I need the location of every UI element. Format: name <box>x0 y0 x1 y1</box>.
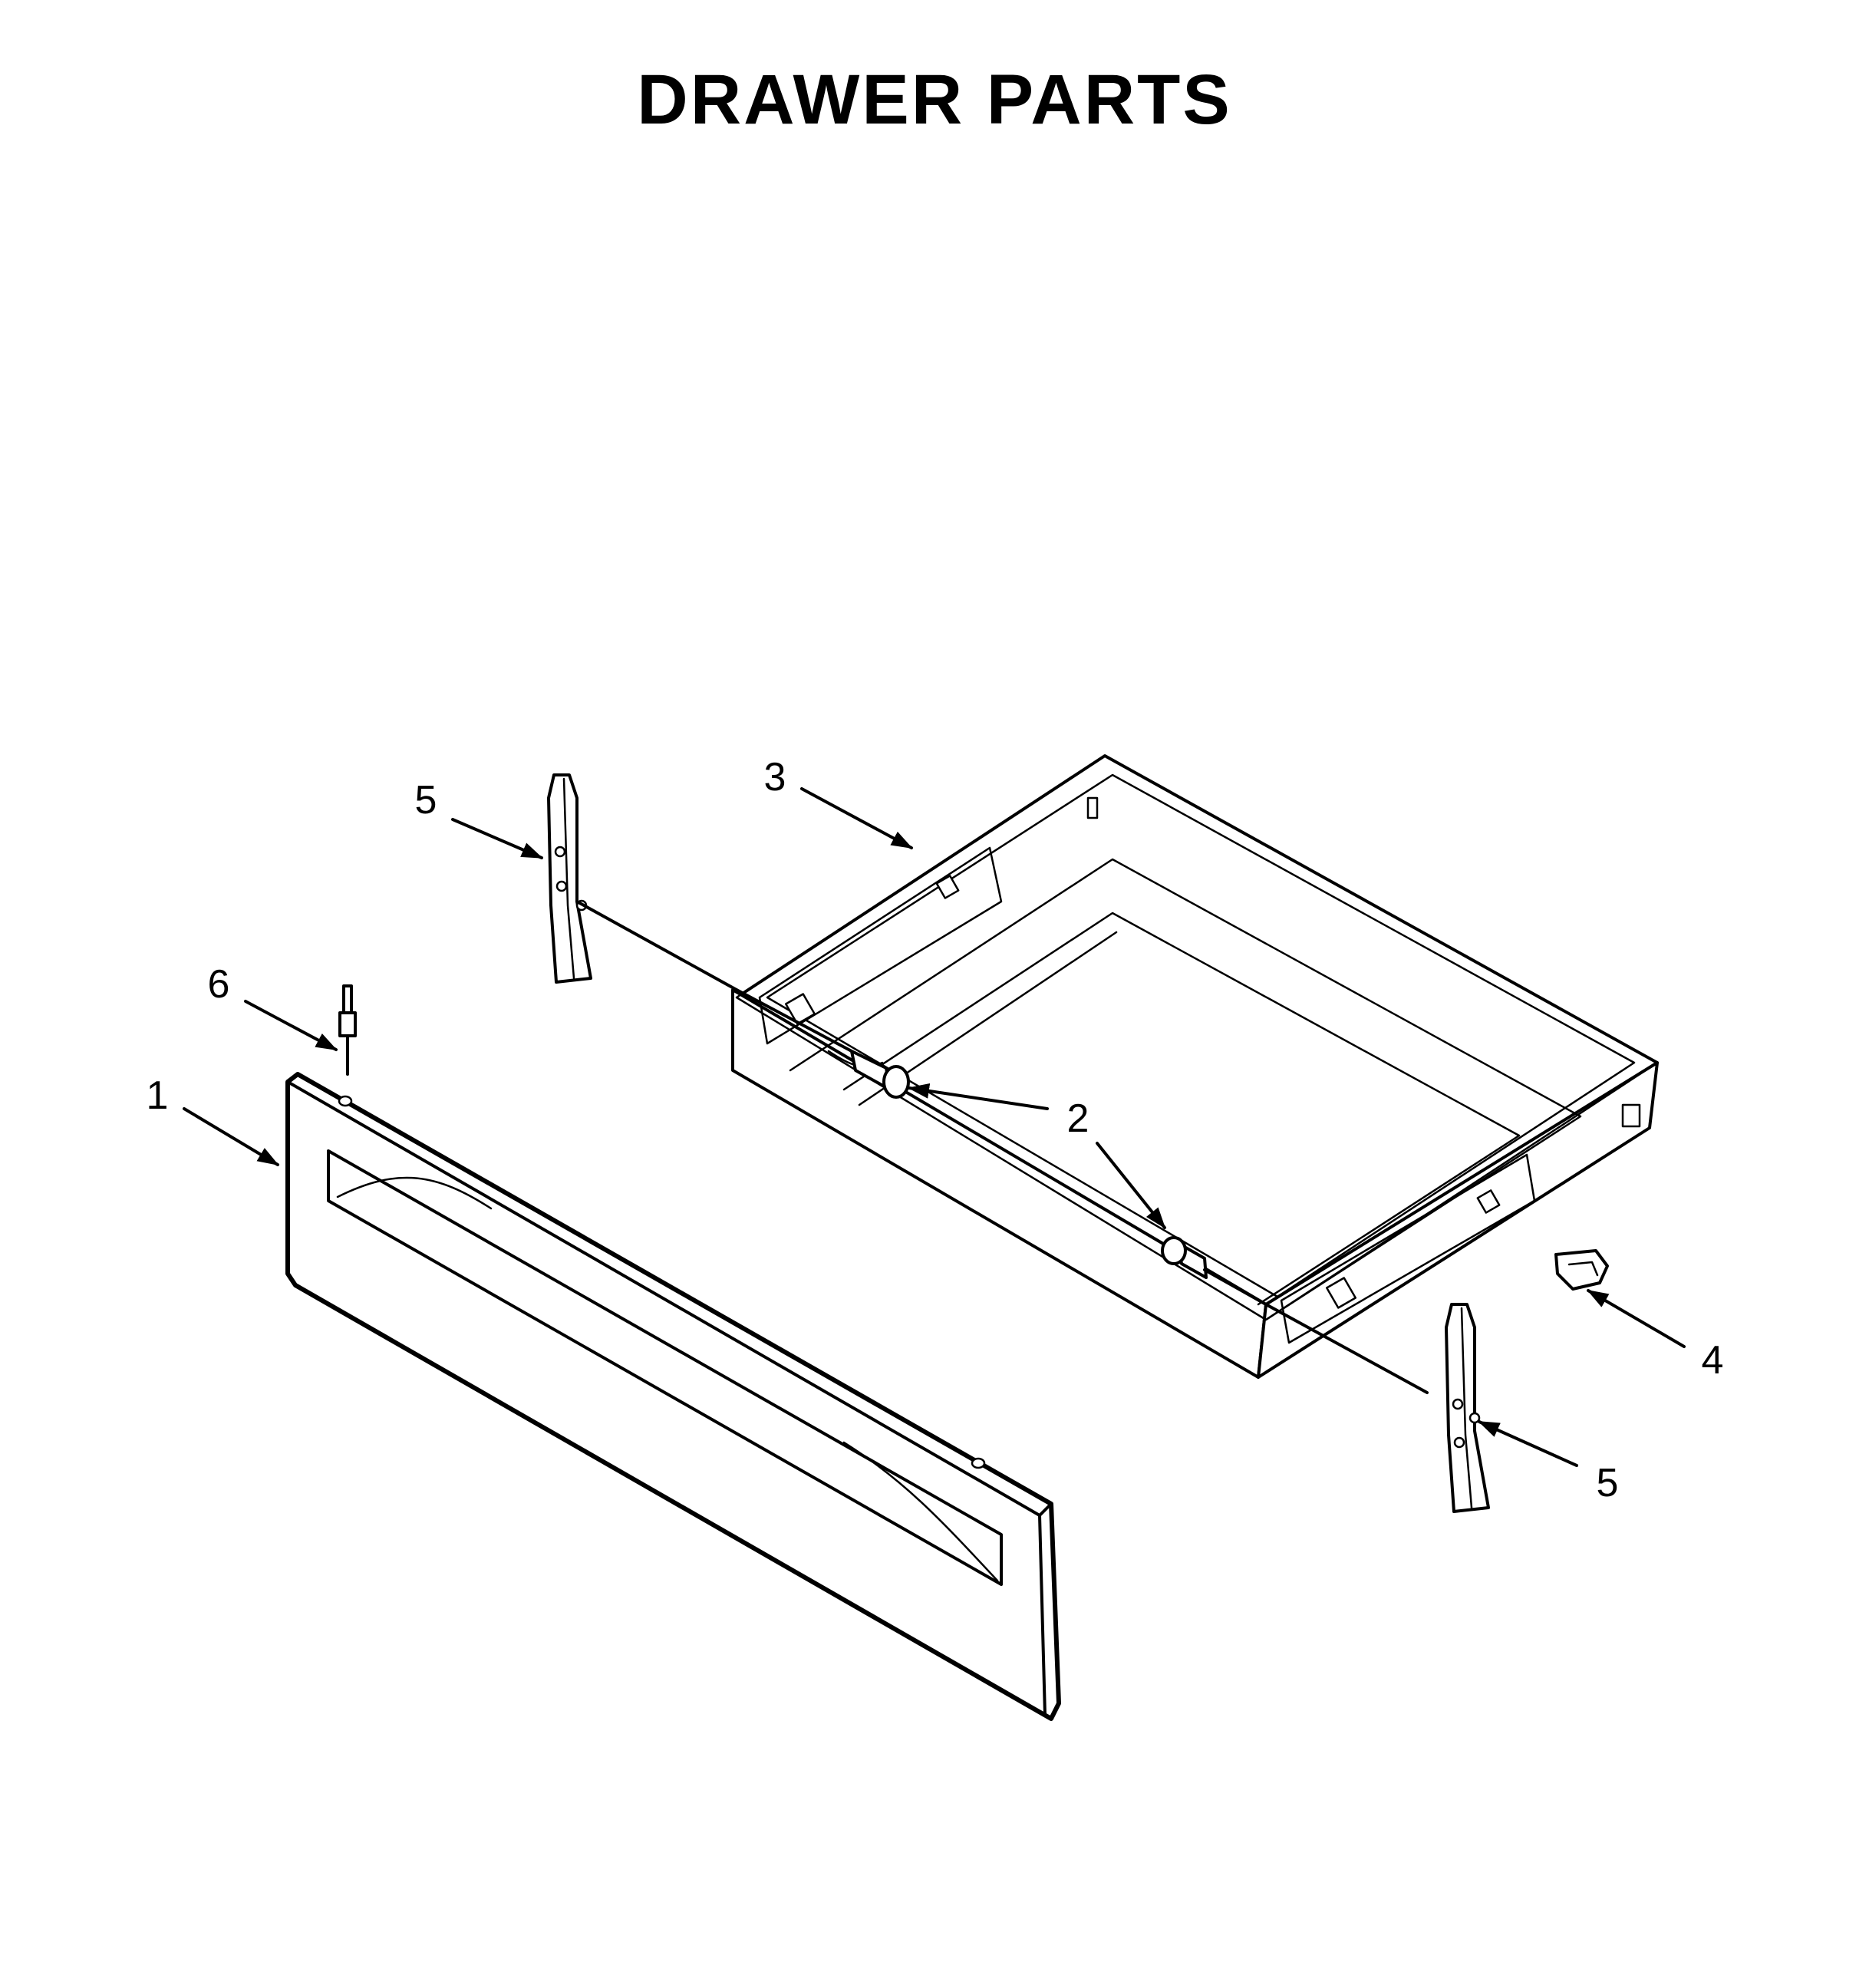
callout-1: 1 <box>147 1073 169 1118</box>
callout-6: 6 <box>208 962 230 1007</box>
callout-5-lower: 5 <box>1597 1461 1619 1505</box>
drawer-slide-left <box>547 773 592 984</box>
bracket <box>1554 1249 1609 1291</box>
drawer-front-panel <box>285 1072 1061 1721</box>
screw-upper <box>850 1050 910 1099</box>
callout-3: 3 <box>764 755 786 799</box>
diagram-title: DRAWER PARTS <box>637 61 1232 139</box>
stud <box>338 984 357 1076</box>
leader-lines <box>183 787 1686 1467</box>
callout-2: 2 <box>1067 1096 1089 1141</box>
callout-4: 4 <box>1702 1338 1724 1383</box>
callout-5-upper: 5 <box>415 778 437 823</box>
drawer-slide-right <box>1445 1303 1490 1513</box>
screw-lower <box>1161 1236 1208 1279</box>
assembly-lines <box>575 900 1429 1394</box>
drawer-box <box>731 754 1659 1379</box>
